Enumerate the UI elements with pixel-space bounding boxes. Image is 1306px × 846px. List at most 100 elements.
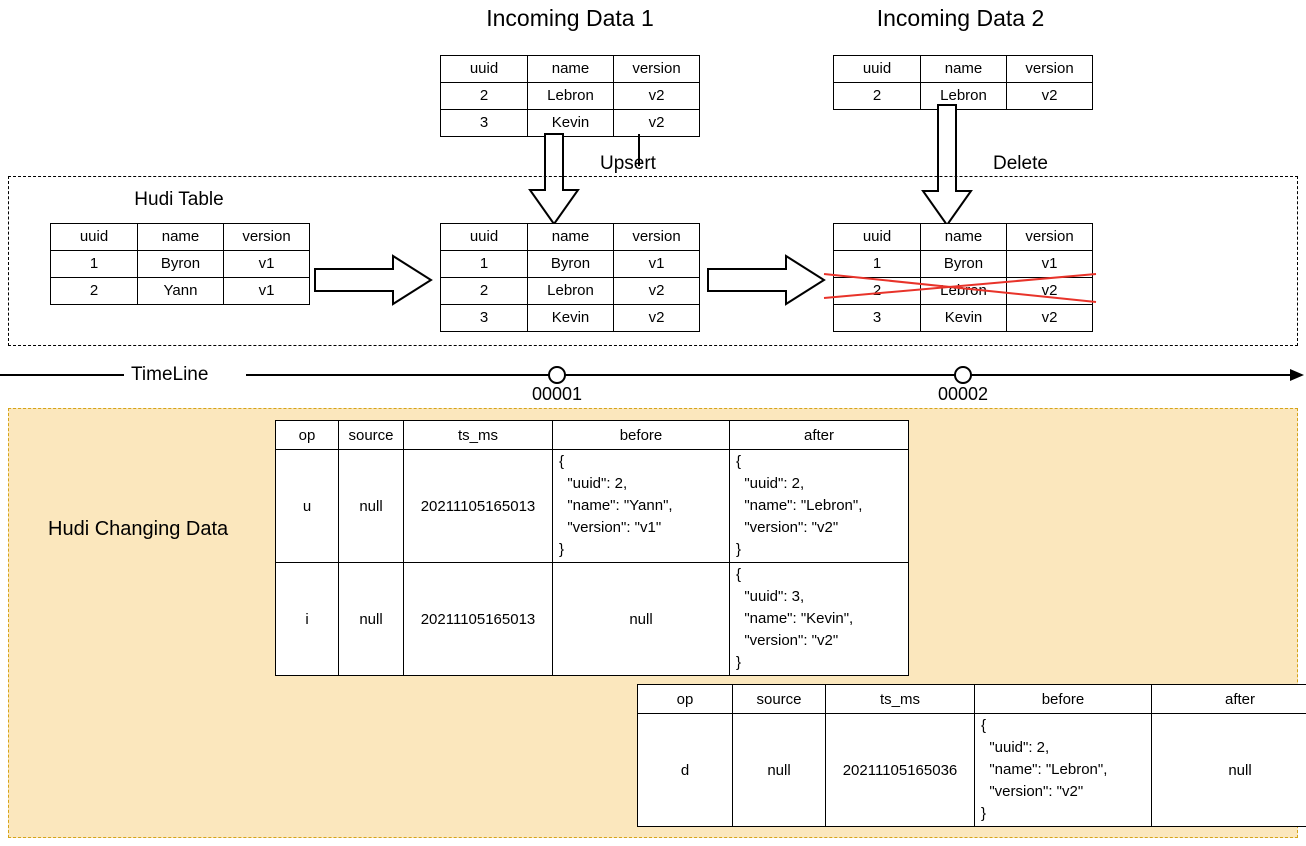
cell-name: Yann <box>137 277 224 305</box>
col-header-op: op <box>275 420 339 450</box>
cell-op: d <box>637 713 733 827</box>
cell-uuid: 2 <box>440 82 528 110</box>
col-header-name: name <box>920 55 1007 83</box>
hudi-table-after-upsert: uuid name version 1 Byron v1 2 Lebron v2… <box>440 223 700 332</box>
cell-uuid: 2 <box>440 277 528 305</box>
table-header-row: uuid name version <box>440 223 700 251</box>
cell-uuid: 3 <box>440 304 528 332</box>
cell-source: null <box>338 562 404 676</box>
col-header-version: version <box>1006 223 1093 251</box>
col-header-name: name <box>137 223 224 251</box>
deleted-row-strike-icon <box>823 273 1097 303</box>
cell-op: i <box>275 562 339 676</box>
cell-uuid: 2 <box>50 277 138 305</box>
col-header-ts-ms: ts_ms <box>403 420 553 450</box>
delete-down-arrow <box>921 104 973 227</box>
cell-source: null <box>338 449 404 563</box>
table-header-row: op source ts_ms before after <box>637 684 1306 714</box>
delete-label: Delete <box>993 153 1048 174</box>
transition-arrow-upsert <box>314 254 433 306</box>
col-header-uuid: uuid <box>440 223 528 251</box>
hudi-table-before: uuid name version 1 Byron v1 2 Yann v1 <box>50 223 310 305</box>
table-header-row: uuid name version <box>833 55 1093 83</box>
cell-version: v1 <box>1006 250 1093 278</box>
table-row: 2 Yann v1 <box>50 277 310 305</box>
cell-ts-ms: 20211105165036 <box>825 713 975 827</box>
col-header-version: version <box>613 55 700 83</box>
timeline-label: TimeLine <box>131 364 209 385</box>
table-row: 2 Lebron v2 <box>833 82 1093 110</box>
cell-name: Kevin <box>527 109 614 137</box>
upsert-connector-tick <box>638 134 640 166</box>
cell-after: { "uuid": 3, "name": "Kevin", "version":… <box>729 562 909 676</box>
cdc-table-upsert: op source ts_ms before after u null 2021… <box>275 420 909 676</box>
col-header-uuid: uuid <box>833 55 921 83</box>
cell-before: { "uuid": 2, "name": "Lebron", "version"… <box>974 713 1152 827</box>
cell-op: u <box>275 449 339 563</box>
table-header-row: op source ts_ms before after <box>275 420 909 450</box>
cell-name: Byron <box>527 250 614 278</box>
cell-version: v1 <box>223 277 310 305</box>
cell-name: Kevin <box>527 304 614 332</box>
cell-ts-ms: 20211105165013 <box>403 562 553 676</box>
cell-version: v2 <box>613 277 700 305</box>
cell-name: Lebron <box>527 82 614 110</box>
cell-version: v1 <box>223 250 310 278</box>
table-row: 1 Byron v1 <box>833 250 1093 278</box>
cell-name: Kevin <box>920 304 1007 332</box>
cell-name: Byron <box>920 250 1007 278</box>
col-header-name: name <box>527 55 614 83</box>
col-header-version: version <box>1006 55 1093 83</box>
table-row-updated: 2 Lebron v2 <box>440 277 700 305</box>
timeline-tick-00001: 00001 <box>531 384 583 404</box>
cell-name: Byron <box>137 250 224 278</box>
timeline-axis <box>0 366 1304 384</box>
col-header-name: name <box>920 223 1007 251</box>
incoming-data-1-table: uuid name version 2 Lebron v2 3 Kevin v2 <box>440 55 700 137</box>
table-row: 3 Kevin v2 <box>440 109 700 137</box>
timeline-tick-00002: 00002 <box>937 384 989 404</box>
col-header-before: before <box>974 684 1152 714</box>
incoming-data-1-title: Incoming Data 1 <box>486 5 654 31</box>
col-header-ts-ms: ts_ms <box>825 684 975 714</box>
hudi-table-title: Hudi Table <box>134 189 224 210</box>
col-header-uuid: uuid <box>833 223 921 251</box>
col-header-version: version <box>613 223 700 251</box>
col-header-op: op <box>637 684 733 714</box>
table-row-inserted: 3 Kevin v2 <box>440 304 700 332</box>
cell-before: { "uuid": 2, "name": "Yann", "version": … <box>552 449 730 563</box>
table-row: 1 Byron v1 <box>50 250 310 278</box>
table-row: u null 20211105165013 { "uuid": 2, "name… <box>275 449 909 563</box>
cell-name: Lebron <box>527 277 614 305</box>
cell-version: v1 <box>613 250 700 278</box>
cell-uuid: 1 <box>50 250 138 278</box>
col-header-after: after <box>729 420 909 450</box>
cell-after: { "uuid": 2, "name": "Lebron", "version"… <box>729 449 909 563</box>
hudi-table-after-delete: uuid name version 1 Byron v1 2 Lebron v2… <box>833 223 1093 332</box>
table-header-row: uuid name version <box>50 223 310 251</box>
cell-version: v2 <box>613 109 700 137</box>
cell-uuid: 3 <box>833 304 921 332</box>
table-header-row: uuid name version <box>440 55 700 83</box>
col-header-source: source <box>338 420 404 450</box>
cell-version: v2 <box>613 82 700 110</box>
upsert-down-arrow <box>528 133 580 226</box>
table-row: 2 Lebron v2 <box>440 82 700 110</box>
upsert-label: Upsert <box>600 153 656 174</box>
hudi-changing-data-label: Hudi Changing Data <box>48 518 229 540</box>
cell-version: v2 <box>1006 304 1093 332</box>
col-header-before: before <box>552 420 730 450</box>
table-header-row: uuid name version <box>833 223 1093 251</box>
cdc-table-delete: op source ts_ms before after d null 2021… <box>637 684 1306 827</box>
incoming-data-2-title: Incoming Data 2 <box>876 5 1045 31</box>
cell-uuid: 2 <box>833 82 921 110</box>
cell-uuid: 1 <box>440 250 528 278</box>
col-header-source: source <box>732 684 826 714</box>
col-header-name: name <box>527 223 614 251</box>
cell-uuid: 1 <box>833 250 921 278</box>
hudi-table-region <box>8 176 1298 346</box>
transition-arrow-delete <box>707 254 826 306</box>
col-header-uuid: uuid <box>50 223 138 251</box>
cell-ts-ms: 20211105165013 <box>403 449 553 563</box>
cell-uuid: 3 <box>440 109 528 137</box>
